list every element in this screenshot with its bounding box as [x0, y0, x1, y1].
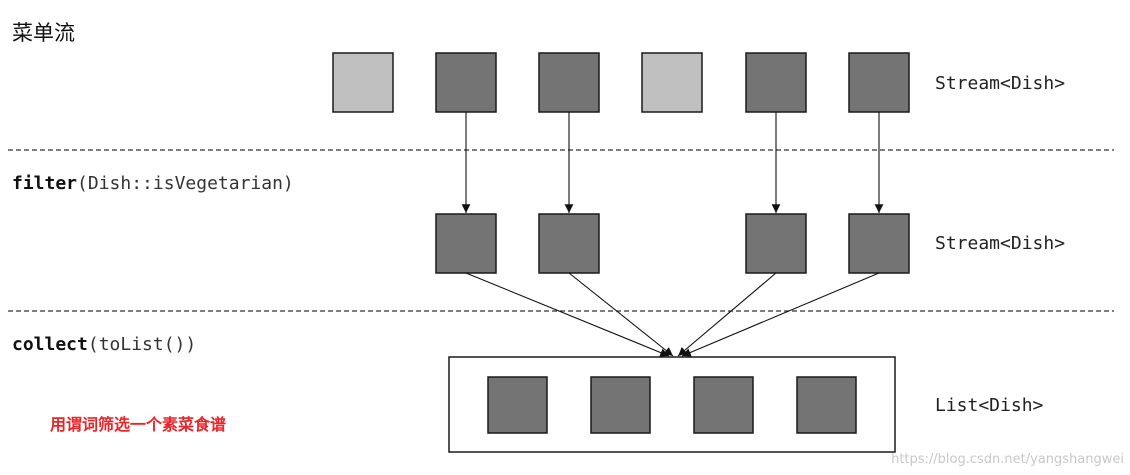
collect-arrow-2	[568, 272, 674, 357]
collect-keyword: collect	[12, 334, 88, 355]
filter-arrows	[461, 112, 884, 213]
list-dish-1	[487, 376, 548, 434]
list-label: List<Dish>	[935, 395, 1044, 416]
collect-operation-label: collect(toList())	[12, 334, 196, 355]
filtered-dish-3	[745, 213, 807, 274]
source-dish-2	[435, 52, 497, 113]
source-dish-4	[641, 52, 703, 113]
filtered-stream-label: Stream<Dish>	[935, 233, 1065, 254]
source-dish-5	[745, 52, 807, 113]
filtered-dish-4	[848, 213, 910, 274]
collect-arrow-1	[465, 272, 670, 357]
collect-arrows	[465, 272, 880, 357]
source-dish-3	[538, 52, 600, 113]
caption: 用谓词筛选一个素菜食谱	[50, 415, 226, 434]
collected-list-row	[487, 376, 857, 434]
filter-args: (Dish::isVegetarian)	[77, 173, 294, 194]
list-dish-3	[693, 376, 754, 434]
list-dish-4	[796, 376, 857, 434]
source-stream-label: Stream<Dish>	[935, 73, 1065, 94]
list-dish-2	[590, 376, 651, 434]
collect-arrow-4	[681, 272, 880, 357]
filter-keyword: filter	[12, 173, 77, 194]
filtered-dish-2	[538, 213, 600, 274]
collect-args: (toList())	[88, 334, 196, 355]
filtered-dish-1	[435, 213, 497, 274]
source-dish-6	[848, 52, 910, 113]
source-dish-1	[332, 52, 394, 113]
source-stream-row	[332, 52, 910, 113]
watermark: https://blog.csdn.net/yangshangwei	[891, 452, 1124, 467]
diagram-title: 菜单流	[12, 21, 75, 45]
filter-operation-label: filter(Dish::isVegetarian)	[12, 173, 294, 194]
filtered-stream-row	[435, 213, 910, 274]
collect-arrow-3	[677, 272, 777, 357]
